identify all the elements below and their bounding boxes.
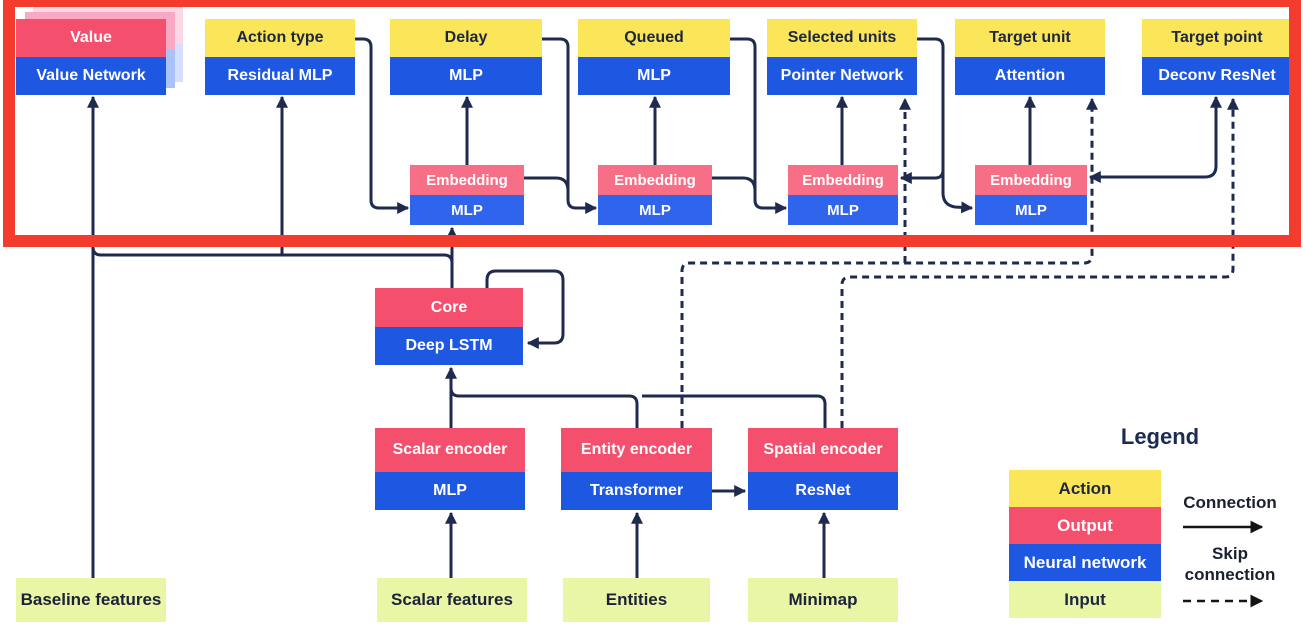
wire-actiontype-to-embedding1 bbox=[355, 37, 410, 214]
embedding1-label: Embedding bbox=[410, 165, 524, 195]
legend-action-swatch: Action bbox=[1009, 470, 1161, 507]
legend-title: Legend bbox=[1120, 424, 1200, 449]
block-embedding-2: Embedding MLP bbox=[598, 165, 712, 225]
wire-core-to-value bbox=[91, 230, 454, 288]
wire-lstm-loop bbox=[485, 269, 565, 349]
embedding1-network-label: MLP bbox=[410, 195, 524, 225]
wire-to-deconv-resnet bbox=[1204, 95, 1222, 179]
scalar-encoder-label: Scalar encoder bbox=[375, 428, 525, 472]
embedding2-network-label: MLP bbox=[598, 195, 712, 225]
wire-queued-to-embedding3 bbox=[730, 37, 788, 214]
legend-connection-label: Connection bbox=[1183, 493, 1277, 512]
input-baseline-features: Baseline features bbox=[16, 578, 166, 622]
action-type-label: Action type bbox=[205, 19, 355, 57]
block-entity-encoder: Entity encoder Transformer bbox=[561, 428, 712, 510]
embedding3-network-label: MLP bbox=[788, 195, 898, 225]
block-embedding-4: Embedding MLP bbox=[975, 165, 1087, 225]
input-scalar-features: Scalar features bbox=[377, 578, 527, 622]
legend-input-swatch: Input bbox=[1009, 581, 1161, 618]
block-embedding-1: Embedding MLP bbox=[410, 165, 524, 225]
target-unit-label: Target unit bbox=[955, 19, 1105, 57]
block-selected-units: Selected units Pointer Network bbox=[767, 19, 917, 95]
embedding4-network-label: MLP bbox=[975, 195, 1087, 225]
block-delay: Delay MLP bbox=[390, 19, 542, 95]
target-point-network-label: Deconv ResNet bbox=[1142, 57, 1292, 95]
target-point-label: Target point bbox=[1142, 19, 1292, 57]
input-entities: Entities bbox=[563, 578, 710, 622]
selected-units-label: Selected units bbox=[767, 19, 917, 57]
block-scalar-encoder: Scalar encoder MLP bbox=[375, 428, 525, 510]
action-type-network-label: Residual MLP bbox=[205, 57, 355, 95]
wire-spatial-to-lstm bbox=[642, 394, 827, 428]
value-network-label: Value Network bbox=[16, 57, 166, 95]
queued-network-label: MLP bbox=[578, 57, 730, 95]
legend-swatches: Action Output Neural network Input bbox=[1009, 470, 1161, 618]
wire-selectedunits-to-embedding3 bbox=[899, 37, 945, 184]
block-core: Core Deep LSTM bbox=[375, 288, 523, 365]
block-queued: Queued MLP bbox=[578, 19, 730, 95]
entity-encoder-network-label: Transformer bbox=[561, 472, 712, 510]
selected-units-network-label: Pointer Network bbox=[767, 57, 917, 95]
core-label: Core bbox=[375, 288, 523, 327]
delay-network-label: MLP bbox=[390, 57, 542, 95]
spatial-encoder-label: Spatial encoder bbox=[748, 428, 898, 472]
block-action-type: Action type Residual MLP bbox=[205, 19, 355, 95]
spatial-encoder-network-label: ResNet bbox=[748, 472, 898, 510]
value-output-label: Value bbox=[16, 19, 166, 57]
embedding3-label: Embedding bbox=[788, 165, 898, 195]
input-minimap: Minimap bbox=[748, 578, 898, 622]
skip-spatial-to-deconv bbox=[840, 97, 1239, 428]
embedding4-label: Embedding bbox=[975, 165, 1087, 195]
block-target-unit: Target unit Attention bbox=[955, 19, 1105, 95]
block-value: Value Value Network bbox=[16, 19, 166, 95]
legend-output-swatch: Output bbox=[1009, 507, 1161, 544]
wire-entity-to-lstm bbox=[449, 387, 639, 428]
entity-encoder-label: Entity encoder bbox=[561, 428, 712, 472]
legend-skip-connection-label: Skip connection bbox=[1184, 544, 1276, 584]
block-spatial-encoder: Spatial encoder ResNet bbox=[748, 428, 898, 510]
wire-embedding2-lateral bbox=[712, 176, 757, 192]
embedding2-label: Embedding bbox=[598, 165, 712, 195]
scalar-encoder-network-label: MLP bbox=[375, 472, 525, 510]
delay-label: Delay bbox=[390, 19, 542, 57]
block-embedding-3: Embedding MLP bbox=[788, 165, 898, 225]
queued-label: Queued bbox=[578, 19, 730, 57]
wire-selectedunits-to-embedding4 bbox=[941, 170, 974, 214]
block-target-point: Target point Deconv ResNet bbox=[1142, 19, 1292, 95]
skip-entity-to-attention bbox=[680, 97, 1098, 428]
target-unit-network-label: Attention bbox=[955, 57, 1105, 95]
core-network-label: Deep LSTM bbox=[375, 327, 523, 365]
wire-delay-to-embedding2 bbox=[542, 37, 598, 214]
legend-neural-network-swatch: Neural network bbox=[1009, 544, 1161, 581]
wire-embedding1-lateral bbox=[524, 176, 570, 192]
